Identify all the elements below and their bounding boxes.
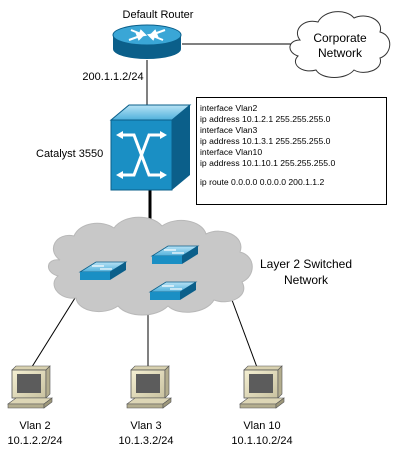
workstation-icon bbox=[7, 365, 53, 409]
l2-network-cloud-icon bbox=[48, 216, 253, 316]
host-vlan-label: Vlan 2 bbox=[19, 420, 51, 432]
links bbox=[29, 43, 295, 371]
switch-icon bbox=[78, 261, 128, 280]
corporate-network-label-line2: Network bbox=[317, 46, 363, 60]
catalyst-label: Catalyst 3550 bbox=[36, 148, 104, 160]
switch-icon bbox=[148, 281, 198, 300]
router-ip-label: 200.1.1.2/24 bbox=[82, 71, 144, 83]
config-line: interface Vlan10 bbox=[200, 147, 263, 157]
workstation-icon bbox=[126, 365, 172, 409]
host-ip-label: 10.1.2.2/24 bbox=[7, 435, 63, 447]
corporate-network-label-line1: Corporate bbox=[313, 31, 367, 45]
workstation-icon bbox=[239, 365, 285, 409]
host-vlan-label: Vlan 3 bbox=[130, 420, 162, 432]
router-icon bbox=[112, 24, 182, 59]
host-ip-label: 10.1.10.2/24 bbox=[231, 435, 293, 447]
link-l2-host-vlan10 bbox=[231, 299, 259, 371]
l2-network-label-line2: Network bbox=[283, 273, 329, 287]
switch-icon bbox=[150, 245, 200, 264]
config-line: interface Vlan3 bbox=[200, 125, 258, 135]
l2-network-label-line1: Layer 2 Switched bbox=[259, 257, 353, 271]
layer3-switch-icon bbox=[109, 104, 192, 191]
config-line: ip address 10.1.2.1 255.255.255.0 bbox=[200, 114, 331, 124]
config-line: ip route 0.0.0.0 0.0.0.0 200.1.1.2 bbox=[200, 177, 325, 187]
corporate-cloud-icon bbox=[289, 11, 391, 78]
host-vlan-label: Vlan 10 bbox=[243, 420, 281, 432]
config-box: interface Vlan2 ip address 10.1.2.1 255.… bbox=[196, 97, 387, 205]
host-ip-label: 10.1.3.2/24 bbox=[118, 435, 174, 447]
config-line: ip address 10.1.3.1 255.255.255.0 bbox=[200, 136, 331, 146]
router-label: Default Router bbox=[122, 9, 194, 21]
config-line: ip address 10.1.10.1 255.255.255.0 bbox=[200, 158, 336, 168]
link-l2-host-vlan2 bbox=[29, 297, 76, 371]
config-line bbox=[200, 169, 386, 177]
config-line: interface Vlan2 bbox=[200, 103, 258, 113]
